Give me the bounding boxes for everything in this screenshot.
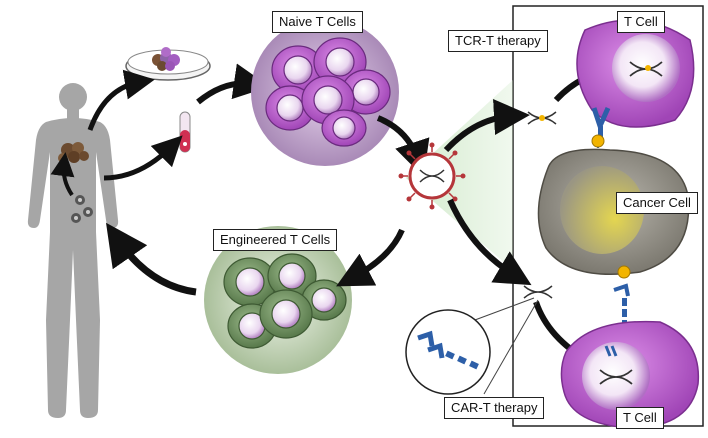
arrow-to-car [447,198,532,286]
label-t-cell-bottom: T Cell [616,407,664,429]
dna-icon [599,369,633,385]
tcell-bottom [560,320,700,429]
naive-t-cell [265,37,391,147]
dna-icon [419,169,445,183]
cancer-cell [537,148,690,275]
human-silhouette-icon [27,83,119,418]
transduction-beam [406,80,513,270]
car-construct-zoom [405,309,491,395]
label-tcr-t-therapy: TCR-T therapy [448,30,548,52]
label-t-cell-top: T Cell [617,11,665,33]
arrow-body-to-dish [87,69,155,131]
arrow-to-vector [376,115,430,178]
engineered-t-cells-cluster [204,226,352,374]
label-naive-t-cells: Naive T Cells [272,11,363,33]
arrow-to-tcr [443,99,530,153]
viral-vector-icon [398,142,466,210]
arrow-to-engineered [336,228,405,287]
tcell-top [576,19,695,128]
label-car-t-therapy: CAR-T therapy [444,397,545,419]
car-dna-icon [523,285,553,299]
petri-dish-icon [125,47,211,81]
car-receptor-icon [613,265,631,328]
blood-tube-icon [179,111,191,153]
arrow-body-to-tube [103,135,183,181]
tcr-receptor-icon [591,106,611,148]
naive-t-cells-cluster [251,18,399,166]
arrow-to-naive-cells [196,63,270,105]
label-cancer-cell: Cancer Cell [616,192,698,214]
infusion-arrow [50,152,75,197]
tcr-dna-icon [527,111,557,125]
arrow-to-patient [106,222,197,296]
zoom-line [483,299,539,395]
label-engineered-t-cells: Engineered T Cells [213,229,338,251]
